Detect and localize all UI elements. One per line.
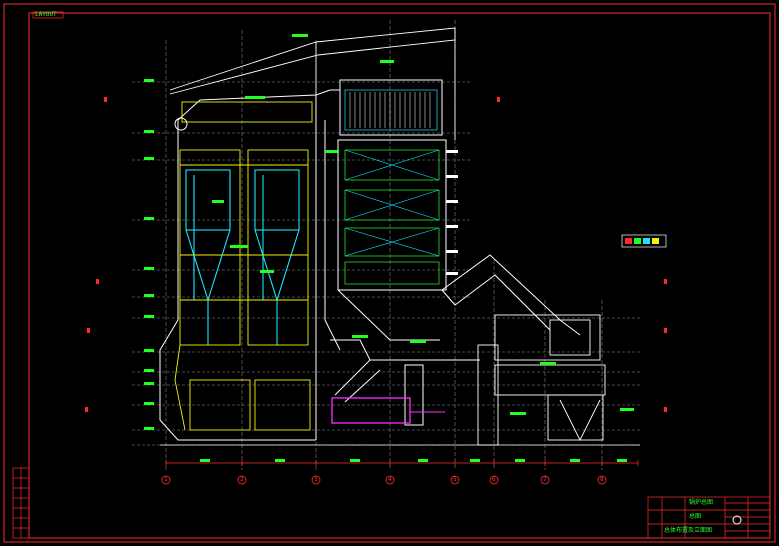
grid-axis-label: 4 (388, 476, 392, 483)
bottom-dimension-line (165, 460, 639, 466)
inner-sheet-border (28, 12, 771, 539)
grid-axis-label: 1 (164, 476, 168, 483)
title-block (647, 496, 771, 539)
layout-tag: LAYOUT (35, 11, 57, 18)
back-pass-heating-surfaces (337, 139, 458, 291)
grid-axis-label: 6 (492, 476, 496, 483)
yellow-structure (174, 101, 313, 431)
convection-pass (339, 79, 443, 136)
grid-axis-label: 3 (314, 476, 318, 483)
drawing-title: 锅炉总图 (689, 499, 714, 506)
annotation-tags (212, 34, 634, 415)
layout-tag-box (32, 11, 64, 19)
grid-axis-label: 8 (600, 476, 604, 483)
grid-axis-bubbles (161, 475, 607, 485)
primary-air-heater-box (331, 397, 411, 424)
grid-axis-label: 5 (453, 476, 457, 483)
grid-axis-label: 2 (240, 476, 244, 483)
right-equipment (477, 314, 606, 446)
title-block-line-2: 总图 (689, 513, 702, 520)
roof-canopy (169, 27, 456, 140)
elevation-marker-tags (144, 79, 154, 430)
outer-sheet-border (3, 3, 776, 543)
section-markers (85, 97, 667, 412)
legend-box (621, 234, 667, 248)
grid-axis-label: 7 (543, 476, 547, 483)
cyclone-separators (185, 169, 300, 345)
bottom-dimension-tags (200, 459, 627, 462)
steam-drum (174, 117, 188, 131)
title-block-line-3: 总体布置及立面图 (664, 527, 713, 534)
flue-gas-duct (337, 254, 581, 341)
company-logo (732, 515, 742, 525)
revision-strip (12, 467, 30, 539)
lower-air-ducts (330, 339, 480, 426)
elevation-lines (132, 81, 640, 446)
